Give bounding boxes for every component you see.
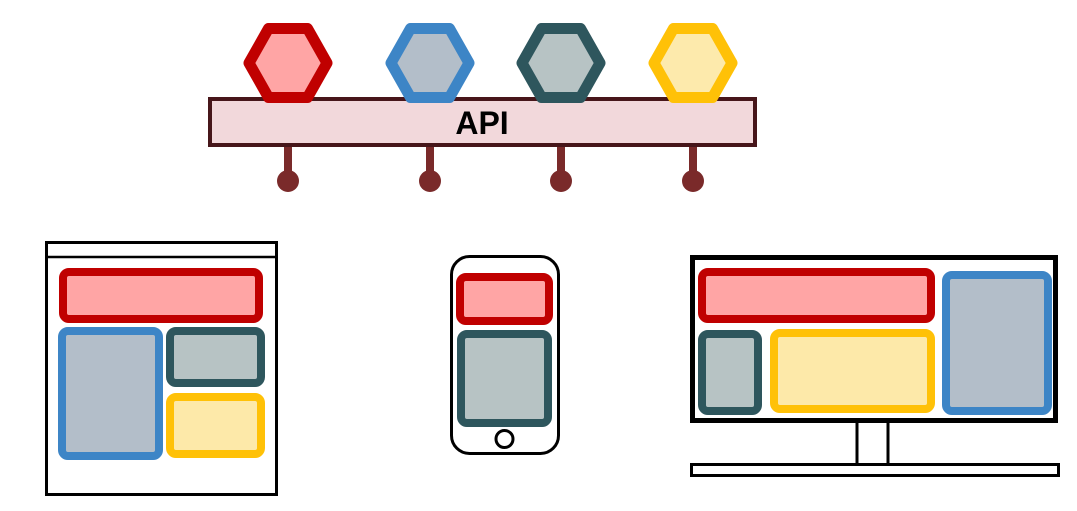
service-hexagon-red [243,23,333,103]
browser-block-header [59,268,263,323]
api-label: API [455,105,508,141]
connector-dot [277,170,299,192]
service-hexagon-blue [385,23,475,103]
monitor-base [690,463,1060,477]
browser-block-panel-top [166,327,265,387]
connector-dot [682,170,704,192]
desktop-monitor [690,255,1060,477]
api-bar [208,97,757,147]
monitor-block-header [698,268,935,323]
phone-block-main [457,330,552,427]
browser-block-main [58,327,163,460]
service-hexagon-teal [516,23,606,103]
monitor-block-content [770,329,935,413]
connector-dot [550,170,572,192]
phone-block-header [456,273,553,325]
api-connectors [277,145,704,192]
monitor-block-nav [698,330,762,415]
monitor-block-sidebar [942,271,1052,415]
browser-window [45,241,278,496]
browser-block-panel-bottom [166,393,265,458]
connector-dot [419,170,441,192]
service-hexagon-yellow [648,23,738,103]
api-bar-group: API [208,97,757,147]
smartphone [450,255,560,455]
service-hexagons [243,23,738,103]
phone-home-button [494,429,515,449]
